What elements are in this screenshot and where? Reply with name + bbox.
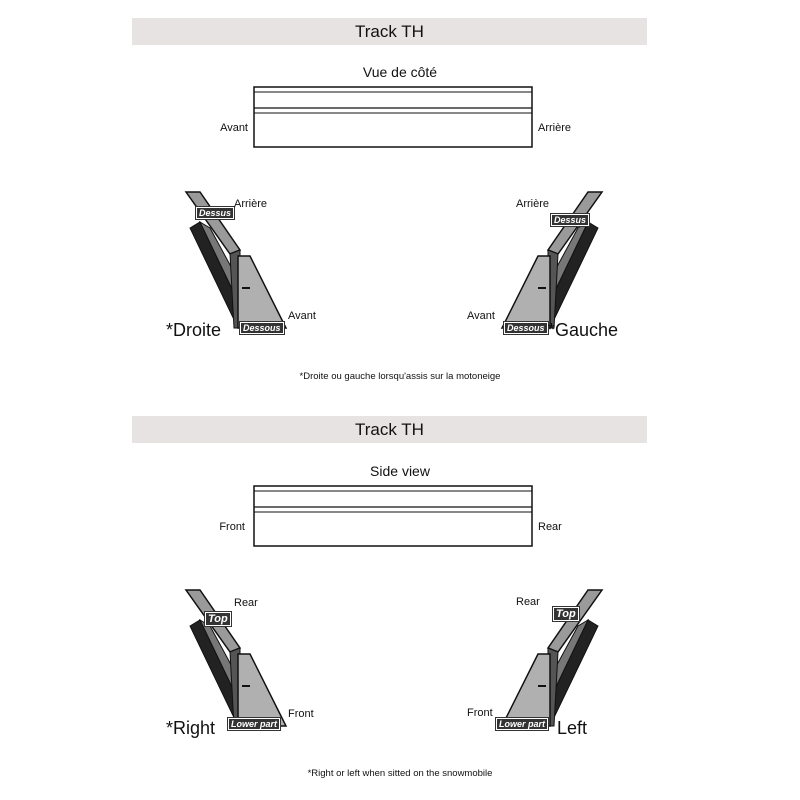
front-label: Front [219, 521, 245, 533]
top-tag: Dessus [194, 206, 236, 220]
rear-label: Arrière [538, 122, 572, 134]
top-tag: Top [204, 611, 232, 627]
front-label: Avant [288, 310, 316, 322]
track-side-view [253, 86, 533, 148]
section-header-french: Track TH [132, 18, 647, 45]
side-label-left: Left [557, 718, 588, 738]
side-label-left: *Gauche [548, 320, 619, 340]
side-view-title: Side view [370, 463, 430, 479]
rear-label: Arrière [516, 198, 550, 210]
top-tag: Top [552, 606, 580, 622]
rear-label: Rear [516, 596, 540, 608]
top-tag: Dessus [549, 213, 591, 227]
side-view-title: Vue de côté [362, 64, 438, 80]
left-part-drawing [501, 589, 603, 727]
rear-label: Rear [538, 521, 562, 533]
rear-label: Arrière [234, 198, 268, 210]
rear-label: Rear [234, 597, 258, 609]
section-header-english: Track TH [132, 416, 647, 443]
front-label: Avant [467, 310, 495, 322]
footnote: *Droite ou gauche lorsqu'assis sur la mo… [299, 371, 501, 382]
track-side-view [253, 485, 533, 547]
front-label: Avant [220, 122, 248, 134]
footnote: *Right or left when sitted on the snowmo… [307, 768, 493, 779]
front-label: Front [467, 707, 493, 719]
side-label-right: *Right [166, 718, 216, 738]
bottom-tag: Lower part [494, 717, 550, 731]
bottom-tag: Dessous [239, 321, 285, 335]
front-label: Front [288, 708, 314, 720]
bottom-tag: Lower part [226, 717, 282, 731]
left-part-drawing [501, 191, 603, 329]
bottom-tag: Dessous [503, 321, 549, 335]
side-label-right: *Droite [166, 320, 222, 340]
